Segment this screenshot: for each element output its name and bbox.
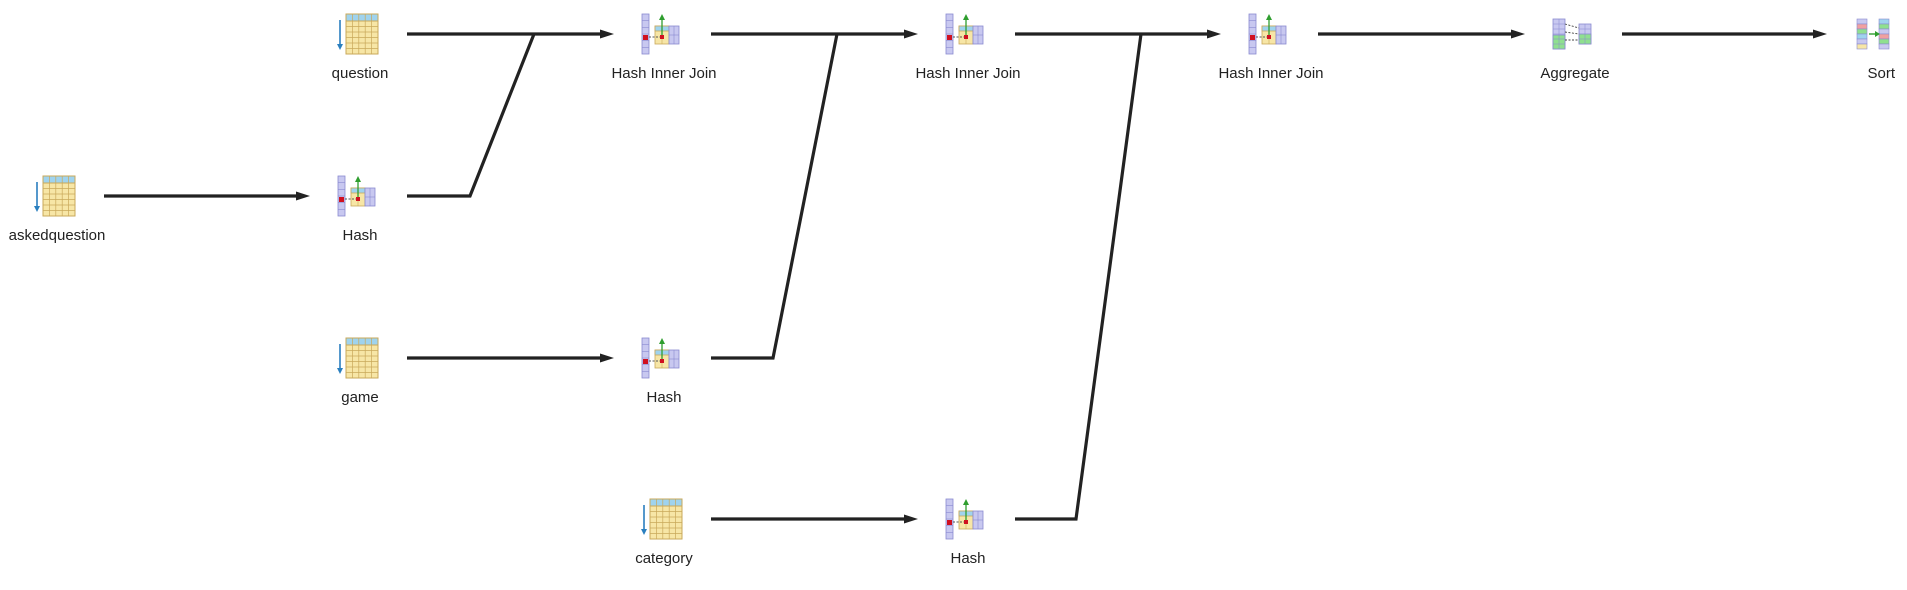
edge-join2-to-join3 [1015,29,1221,39]
hash-join-icon [641,13,680,55]
edge-hash2-to-join2 [711,33,839,360]
node-sort[interactable] [1856,18,1890,50]
hash-icon [945,498,984,540]
aggregate-icon [1552,18,1592,50]
edge-hash1-to-join1 [407,33,536,198]
node-aggregate[interactable] [1552,18,1592,50]
hash-join-icon [945,13,984,55]
edge-join3-to-aggregate [1318,29,1525,39]
hash-join-icon [1248,13,1287,55]
node-label-join1: Hash Inner Join [611,65,717,82]
node-hash3[interactable] [945,498,984,540]
hash-icon [641,337,680,379]
node-label-join3: Hash Inner Join [1218,65,1324,82]
sort-icon [1856,18,1890,50]
table-scan-icon [34,175,76,217]
node-label-hash1: Hash [342,227,378,244]
node-label-hash2: Hash [646,389,682,406]
edge-hash3-to-join3 [1015,33,1143,521]
node-label-hash3: Hash [950,550,986,567]
node-join2[interactable] [945,13,984,55]
node-question[interactable] [337,13,379,55]
node-label-game: game [341,389,379,406]
node-category[interactable] [641,498,683,540]
node-join1[interactable] [641,13,680,55]
edge-game-to-hash2 [407,353,614,363]
node-hash2[interactable] [641,337,680,379]
node-askedquestion[interactable] [34,175,76,217]
table-scan-icon [337,337,379,379]
hash-icon [337,175,376,217]
node-join3[interactable] [1248,13,1287,55]
edge-question-to-join1 [407,29,614,39]
node-label-question: question [331,65,389,82]
node-label-askedquestion: askedquestion [8,227,106,244]
table-scan-icon [641,498,683,540]
node-label-join2: Hash Inner Join [915,65,1021,82]
node-label-category: category [635,550,693,567]
node-label-sort: Sort [1867,65,1895,82]
edge-category-to-hash3 [711,514,918,524]
edge-aggregate-to-sort [1622,29,1827,39]
table-scan-icon [337,13,379,55]
edge-askedquestion-to-hash1 [104,191,310,201]
node-game[interactable] [337,337,379,379]
node-hash1[interactable] [337,175,376,217]
node-label-aggregate: Aggregate [1540,65,1610,82]
edge-join1-to-join2 [711,29,918,39]
